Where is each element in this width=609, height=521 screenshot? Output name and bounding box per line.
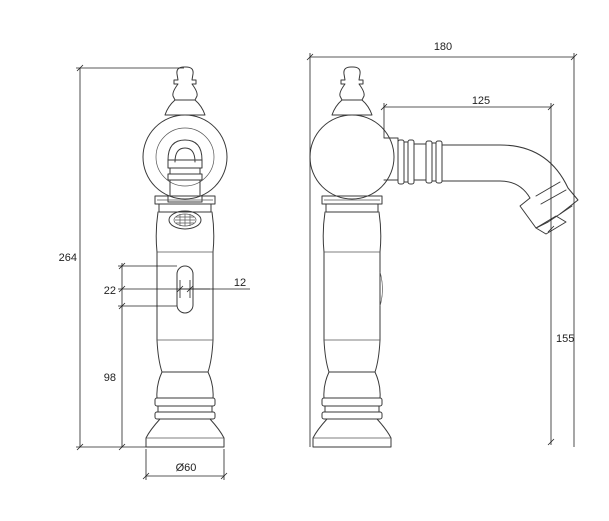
side-spout	[383, 137, 579, 235]
front-globe	[142, 114, 228, 200]
front-column	[155, 211, 215, 373]
front-base	[145, 418, 225, 448]
dim-total-width: 180	[434, 41, 452, 53]
front-finial	[172, 66, 198, 101]
dim-spout-reach: 125	[472, 95, 490, 107]
dim-slot-height: 22	[104, 285, 116, 297]
side-globe	[309, 114, 395, 200]
dim-spout-height: 155	[556, 333, 574, 345]
front-view	[142, 66, 228, 448]
side-base	[312, 418, 392, 448]
front-slot	[176, 265, 194, 314]
front-aerator	[168, 210, 202, 230]
side-finial	[339, 66, 365, 101]
dim-slot-width: 12	[234, 277, 246, 289]
dim-slot-from-base: 98	[104, 372, 116, 384]
side-dimensions: 180 125 155	[306, 41, 578, 447]
dim-base-diameter: Ø60	[176, 462, 197, 474]
side-view	[309, 66, 579, 448]
front-dimensions: 264 22 98 12 Ø60	[59, 64, 250, 480]
side-column	[322, 211, 382, 373]
dim-total-height: 264	[59, 252, 77, 264]
